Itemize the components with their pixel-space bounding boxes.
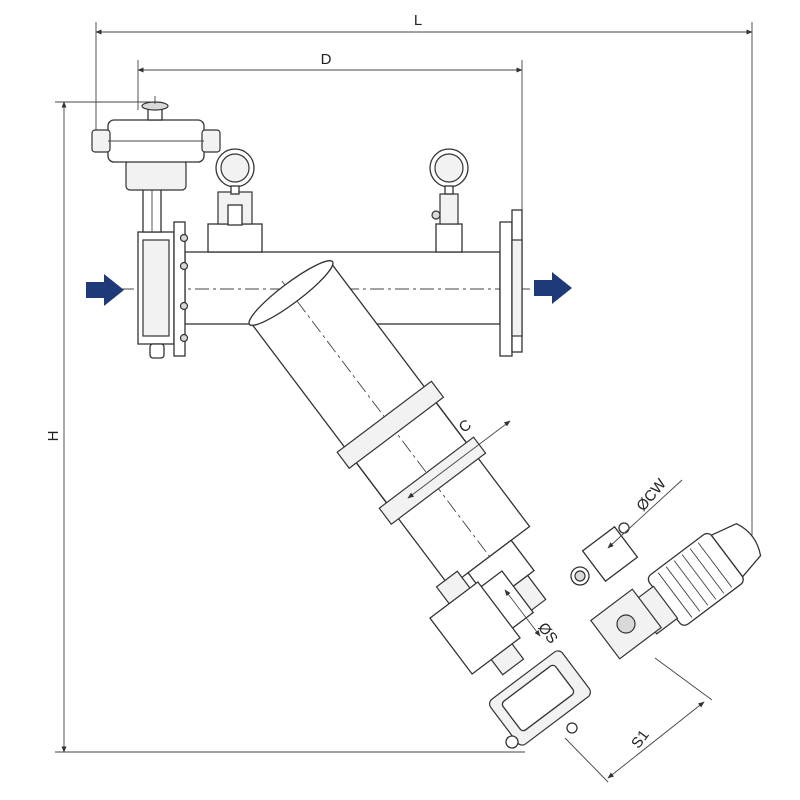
inlet-valve-actuator <box>91 96 221 233</box>
outlet-flange <box>499 209 523 357</box>
flush-valve <box>429 570 591 749</box>
outlet-pressure-gauge <box>429 148 469 253</box>
dim-label-S1: S1 <box>628 727 653 752</box>
inlet-flange <box>137 221 189 359</box>
gearbox <box>570 522 663 660</box>
inlet-pressure-gauge <box>207 148 263 253</box>
dimension-H: H <box>45 101 525 753</box>
flow-out-arrow-icon <box>534 272 572 304</box>
flow-in-arrow-shape <box>86 274 124 306</box>
dim-label-S: ØS <box>534 620 561 648</box>
flow-in-arrow-icon <box>86 274 124 306</box>
dimension-S1: S1 <box>564 657 713 783</box>
dim-label-D: D <box>321 51 332 68</box>
flow-out-arrow-shape <box>534 272 572 304</box>
drive-motor <box>631 522 762 635</box>
dim-label-CW: ØCW <box>633 475 670 515</box>
dim-label-L: L <box>414 12 422 29</box>
dimension-L: L <box>95 12 753 545</box>
dim-label-H: H <box>45 431 62 442</box>
